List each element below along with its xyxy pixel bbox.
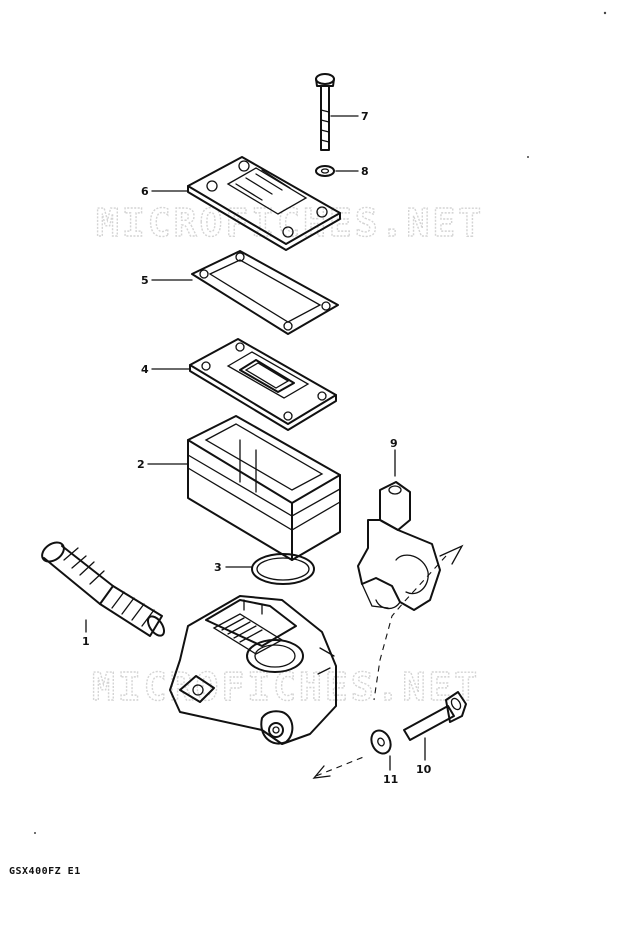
part-5-gasket-plate: [191, 250, 339, 335]
speck-right: [527, 156, 529, 158]
part-3-o-ring: [251, 553, 315, 585]
speck-top-right: [603, 11, 607, 15]
callout-2: 2: [137, 458, 145, 471]
master-cylinder-body: [169, 595, 337, 745]
part-1-piston-assembly: [41, 541, 165, 637]
part-4-diaphragm: [189, 338, 337, 431]
assembly-line-bolt: [315, 755, 367, 777]
callout-5: 5: [141, 274, 149, 287]
callout-10: 10: [416, 763, 432, 776]
part-10-bolt: [403, 691, 467, 741]
callout-1: 1: [82, 635, 90, 648]
arrow-upper: [439, 544, 464, 565]
callout-11: 11: [383, 773, 398, 786]
speck-left: [34, 832, 36, 834]
callout-9: 9: [390, 437, 398, 450]
part-2-reservoir-body: [187, 415, 341, 561]
part-6-reservoir-cap: [187, 156, 341, 251]
callout-7: 7: [361, 110, 369, 123]
callout-3: 3: [214, 561, 222, 574]
part-8-washer: [315, 165, 335, 177]
part-7-bolt: [315, 73, 335, 151]
part-11-washer: [370, 729, 392, 755]
arrow-lower: [312, 765, 331, 779]
callout-6: 6: [141, 185, 149, 198]
callout-4: 4: [141, 363, 149, 376]
assembly-line-bracket: [373, 555, 447, 701]
part-9-bracket: [357, 481, 441, 611]
model-code-label: GSX400FZ E1: [9, 866, 81, 877]
callout-8: 8: [361, 165, 369, 178]
